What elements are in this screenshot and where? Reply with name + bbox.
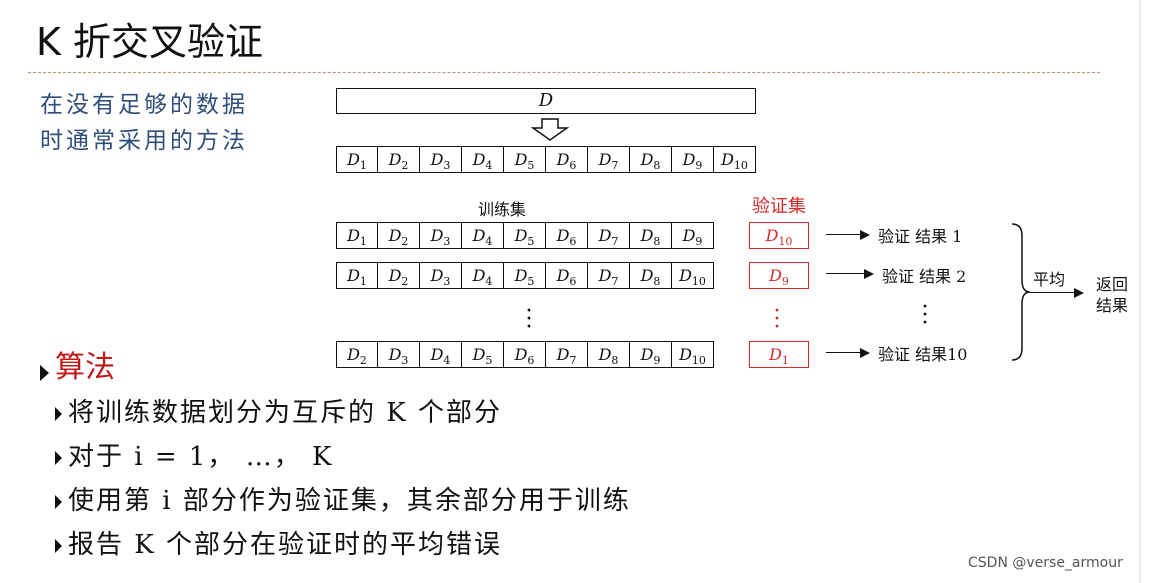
train-cell: D4 (462, 262, 504, 289)
full-dataset-box: D (336, 88, 756, 114)
partition-cell: D4 (462, 146, 504, 173)
title-divider (28, 72, 1100, 73)
partition-cell: D7 (588, 146, 630, 173)
partition-row: D1 D2 D3 D4 D5 D6 D7 D8 D9 D10 (336, 146, 756, 173)
ellipsis-train: ··· (525, 299, 533, 340)
partition-cell: D10 (714, 146, 756, 173)
train-cell: D1 (336, 222, 378, 249)
note-line-1: 在没有足够的数据 (40, 92, 248, 118)
train-cell: D2 (378, 262, 420, 289)
arrowhead-icon (860, 230, 870, 240)
algorithm-step-4: 报告 K 个部分在验证时的平均错误 (55, 524, 502, 561)
train-cell: D5 (462, 341, 504, 368)
train-cell: D6 (546, 262, 588, 289)
train-set-header: 训练集 (478, 200, 527, 219)
train-cell: D2 (378, 222, 420, 249)
valid-cell-2: D9 (749, 262, 809, 289)
train-cell: D5 (504, 222, 546, 249)
result-arrow-1 (826, 234, 862, 235)
down-arrow-icon (530, 118, 570, 141)
train-cell: D7 (546, 341, 588, 368)
bullet-triangle-icon (55, 407, 62, 421)
train-cell: D4 (462, 222, 504, 249)
fold-row-3: D2 D3 D4 D5 D6 D7 D8 D9 D10 (336, 341, 714, 368)
partition-cell: D5 (504, 146, 546, 173)
arrowhead-icon (860, 348, 870, 358)
train-cell: D9 (672, 222, 714, 249)
partition-cell: D1 (336, 146, 378, 173)
algorithm-step-1: 将训练数据划分为互斥的 K 个部分 (55, 392, 502, 429)
right-edge-bar (1139, 0, 1141, 583)
train-cell: D10 (672, 341, 714, 368)
arrowhead-icon (864, 269, 874, 279)
partition-cell: D9 (672, 146, 714, 173)
average-label: 平均 (1033, 270, 1066, 289)
train-cell: D8 (588, 341, 630, 368)
result-label-1: 验证 结果 1 (878, 227, 963, 246)
train-cell: D6 (546, 222, 588, 249)
ellipsis-result: ··· (921, 295, 929, 336)
train-cell: D3 (420, 262, 462, 289)
result-label-3: 验证 结果10 (878, 345, 968, 364)
valid-set-header: 验证集 (752, 196, 806, 217)
result-arrow-2 (826, 273, 866, 274)
result-label-2: 验证 结果 2 (882, 267, 967, 286)
train-cell: D1 (336, 262, 378, 289)
arrowhead-icon (1074, 288, 1084, 298)
algorithm-step-3: 使用第 i 部分作为验证集，其余部分用于训练 (55, 480, 631, 517)
slide-title: K 折交叉验证 (36, 20, 263, 64)
train-cell: D4 (420, 341, 462, 368)
train-cell: D5 (504, 262, 546, 289)
fold-row-2: D1 D2 D3 D4 D5 D6 D7 D8 D10 (336, 262, 714, 289)
partition-cell: D6 (546, 146, 588, 173)
bullet-triangle-icon (40, 364, 49, 381)
average-arrow (1030, 292, 1076, 293)
algorithm-heading: 算法 (40, 342, 115, 386)
watermark: CSDN @verse_armour (968, 555, 1123, 571)
train-cell: D6 (504, 341, 546, 368)
return-label-2: 结果 (1096, 296, 1129, 315)
partition-cell: D8 (630, 146, 672, 173)
train-cell: D10 (672, 262, 714, 289)
right-brace-icon (1011, 223, 1031, 361)
train-cell: D7 (588, 262, 630, 289)
bullet-triangle-icon (55, 495, 62, 509)
train-cell: D7 (588, 222, 630, 249)
train-cell: D8 (630, 222, 672, 249)
train-cell: D2 (336, 341, 378, 368)
partition-cell: D2 (378, 146, 420, 173)
algorithm-step-2: 对于 i = 1， …， K (55, 436, 333, 473)
note-line-2: 时通常采用的方法 (40, 128, 248, 154)
bullet-triangle-icon (55, 451, 62, 465)
bullet-triangle-icon (55, 539, 62, 553)
ellipsis-valid: ··· (773, 299, 781, 340)
fold-row-1: D1 D2 D3 D4 D5 D6 D7 D8 D9 (336, 222, 714, 249)
result-arrow-3 (826, 352, 862, 353)
partition-cell: D3 (420, 146, 462, 173)
valid-cell-1: D10 (749, 222, 809, 249)
train-cell: D3 (378, 341, 420, 368)
train-cell: D8 (630, 262, 672, 289)
train-cell: D9 (630, 341, 672, 368)
train-cell: D3 (420, 222, 462, 249)
return-label-1: 返回 (1096, 275, 1129, 294)
valid-cell-3: D1 (749, 341, 809, 368)
